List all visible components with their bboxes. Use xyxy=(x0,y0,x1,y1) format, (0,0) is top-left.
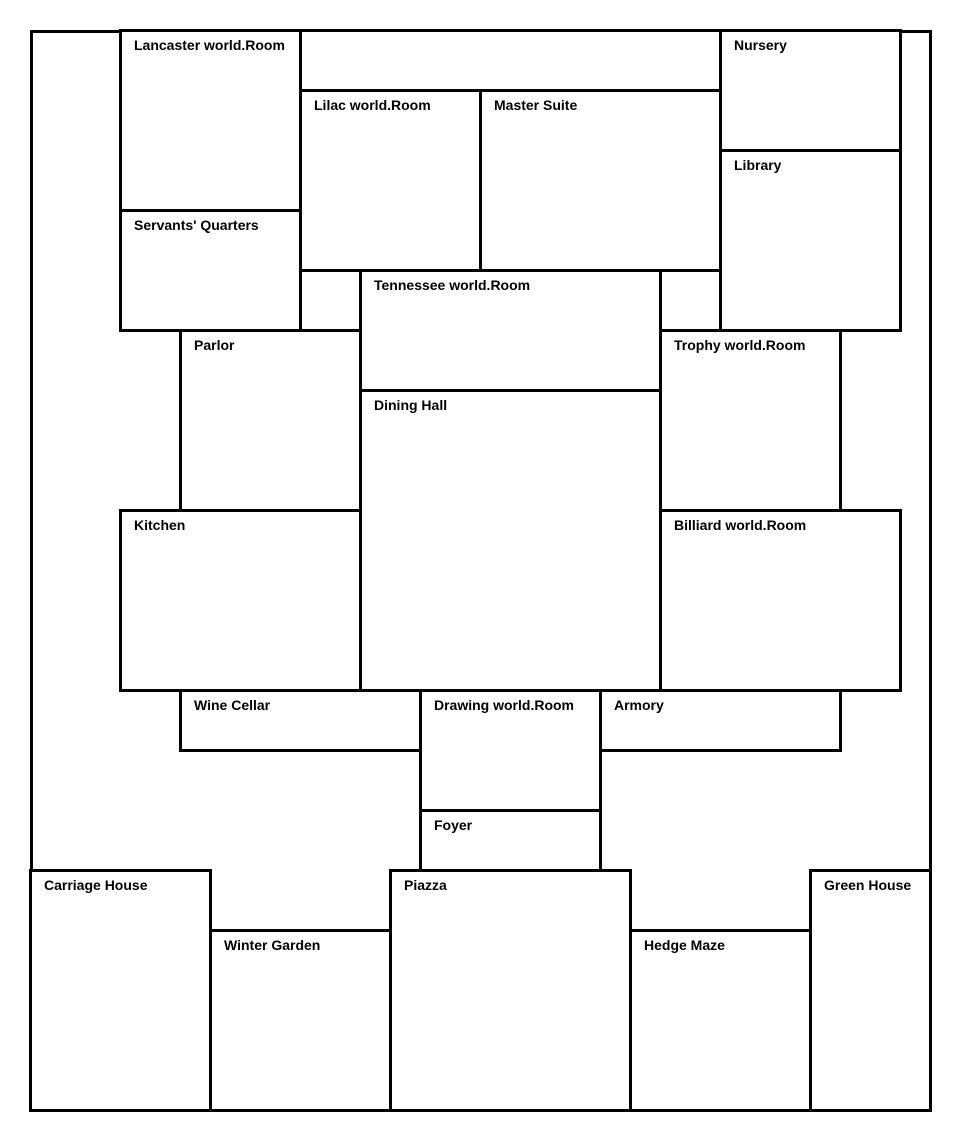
room-drawing: Drawing world.Room xyxy=(419,689,602,812)
room-parlor: Parlor xyxy=(179,329,362,512)
room-lilac: Lilac world.Room xyxy=(299,89,482,272)
room-label-carriage-house: Carriage House xyxy=(44,877,148,893)
room-label-parlor: Parlor xyxy=(194,337,235,353)
room-kitchen: Kitchen xyxy=(119,509,362,692)
room-label-wine-cellar: Wine Cellar xyxy=(194,697,271,713)
room-foyer: Foyer xyxy=(419,809,602,872)
room-library: Library xyxy=(719,149,902,332)
room-label-tennessee: Tennessee world.Room xyxy=(374,277,531,293)
room-label-armory: Armory xyxy=(614,697,664,713)
room-label-foyer: Foyer xyxy=(434,817,473,833)
room-label-winter-garden: Winter Garden xyxy=(224,937,321,953)
room-label-green-house: Green House xyxy=(824,877,912,893)
room-label-nursery: Nursery xyxy=(734,37,787,53)
room-label-library: Library xyxy=(734,157,782,173)
room-label-billiard: Billiard world.Room xyxy=(674,517,807,533)
room-green-house: Green House xyxy=(809,869,932,1112)
room-trophy: Trophy world.Room xyxy=(659,329,842,512)
room-label-kitchen: Kitchen xyxy=(134,517,186,533)
room-wine-cellar: Wine Cellar xyxy=(179,689,422,752)
room-hedge-maze: Hedge Maze xyxy=(629,929,812,1112)
room-nursery: Nursery xyxy=(719,29,902,152)
room-piazza: Piazza xyxy=(389,869,632,1112)
room-label-lancaster: Lancaster world.Room xyxy=(134,37,285,53)
room-label-master-suite: Master Suite xyxy=(494,97,578,113)
room-master-suite: Master Suite xyxy=(479,89,722,272)
room-label-hedge-maze: Hedge Maze xyxy=(644,937,725,953)
room-label-dining-hall: Dining Hall xyxy=(374,397,448,413)
room-northwest-closet xyxy=(299,269,362,332)
room-servants-quarters: Servants' Quarters xyxy=(119,209,302,332)
room-billiard: Billiard world.Room xyxy=(659,509,902,692)
room-armory: Armory xyxy=(599,689,842,752)
room-tennessee: Tennessee world.Room xyxy=(359,269,662,392)
room-northeast-closet xyxy=(659,269,722,332)
room-label-drawing: Drawing world.Room xyxy=(434,697,574,713)
room-label-servants-quarters: Servants' Quarters xyxy=(134,217,259,233)
room-carriage-house: Carriage House xyxy=(29,869,212,1112)
room-top-hallway xyxy=(299,29,722,92)
room-winter-garden: Winter Garden xyxy=(209,929,392,1112)
room-label-trophy: Trophy world.Room xyxy=(674,337,806,353)
room-lancaster: Lancaster world.Room xyxy=(119,29,302,212)
room-label-piazza: Piazza xyxy=(404,877,447,893)
room-dining-hall: Dining Hall xyxy=(359,389,662,692)
room-label-lilac: Lilac world.Room xyxy=(314,97,431,113)
